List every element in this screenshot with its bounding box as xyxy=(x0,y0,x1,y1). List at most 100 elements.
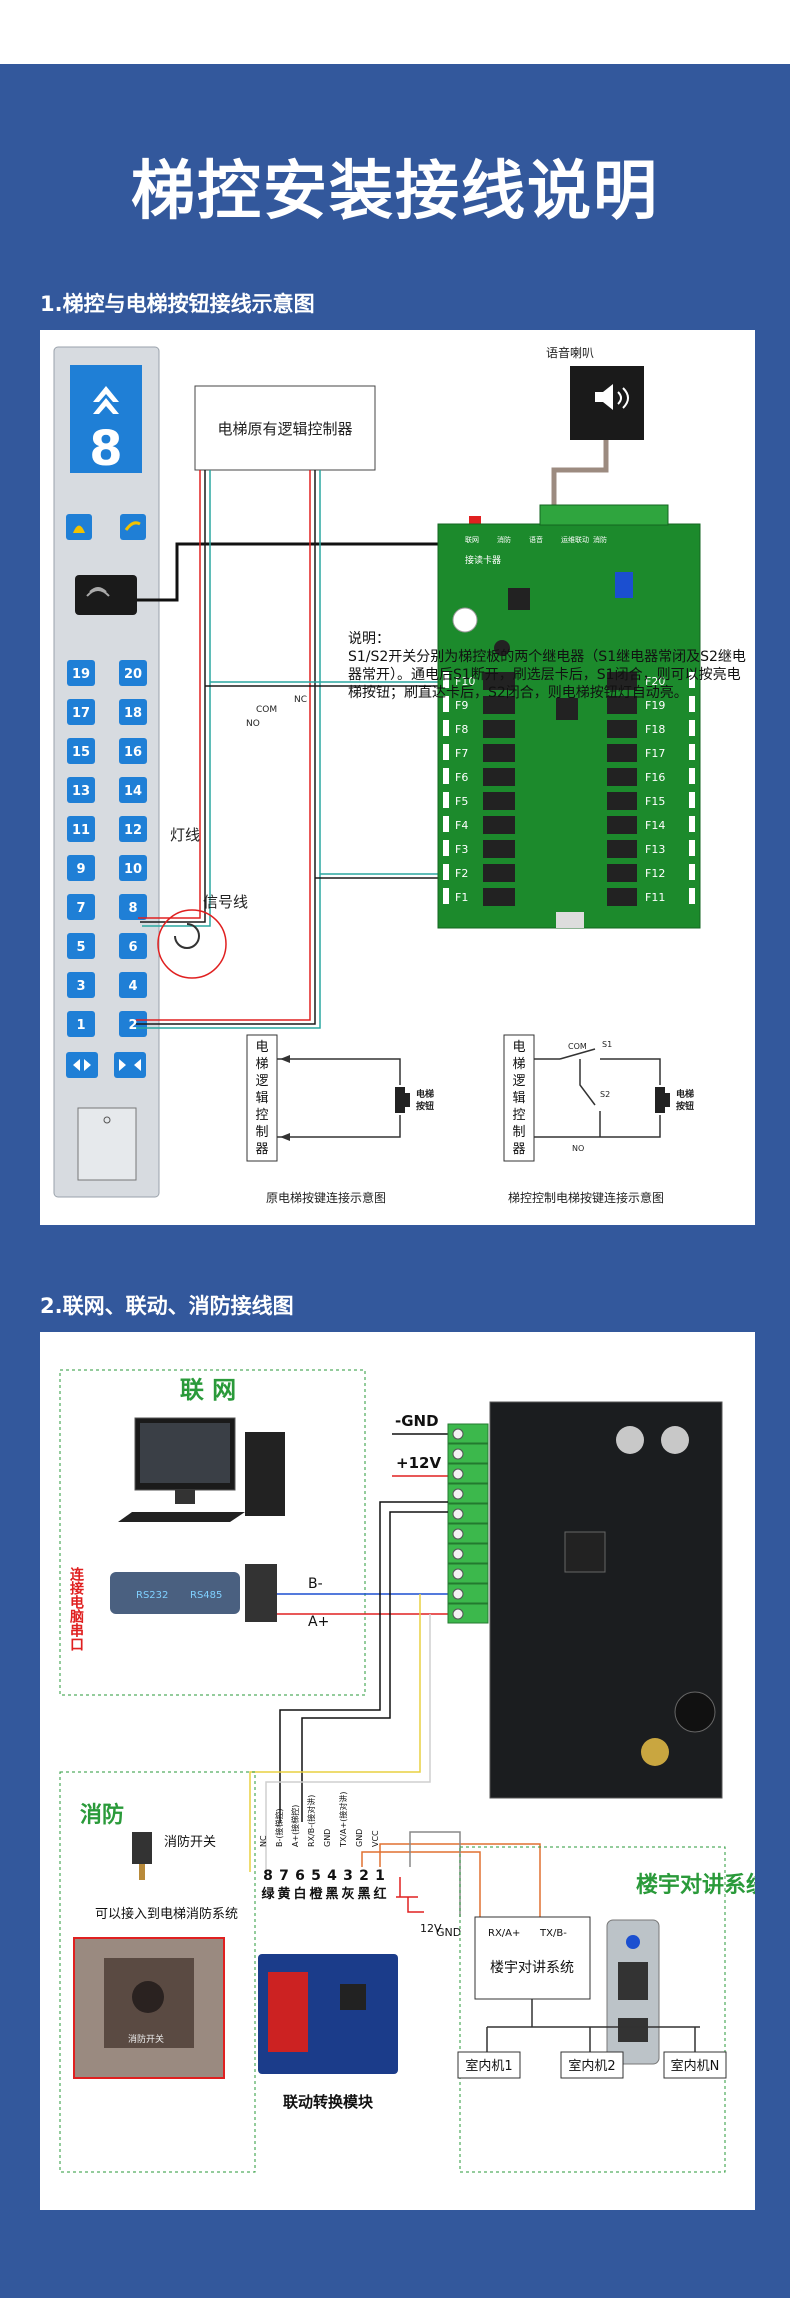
pin-color: 橙 xyxy=(309,1886,323,1902)
relay-terminal xyxy=(443,696,449,712)
floor-button xyxy=(67,933,95,959)
page-title: 梯控安装接线说明 xyxy=(131,155,659,229)
relay-label-right: F11 xyxy=(645,891,665,904)
relay-right xyxy=(607,864,637,882)
right-button xyxy=(655,1087,665,1113)
com-label: COM xyxy=(256,705,277,715)
indoor-unit-box xyxy=(663,2051,727,2079)
door-open-button xyxy=(66,1052,98,1078)
relay-label-right: F12 xyxy=(645,867,665,880)
panel-network-linkage: 联 网 连接电脑串口 RS232 RS485 B- A+ -GND +12V xyxy=(40,1332,768,2210)
floor-button-label: 14 xyxy=(124,784,142,799)
relay-right xyxy=(607,792,637,810)
controller-char: 梯 xyxy=(512,1057,525,1072)
fire-note: 可以接入到电梯消防系统 xyxy=(95,1906,238,1922)
pin-color: 黑 xyxy=(325,1887,338,1902)
right-button-label-1: 电梯 xyxy=(676,1088,694,1100)
floor-button xyxy=(119,699,147,725)
controller-char: 控 xyxy=(512,1108,525,1123)
relay-label-left: F3 xyxy=(455,843,468,856)
floor-button-label: 6 xyxy=(128,940,137,955)
pin-name: VCC xyxy=(371,1830,380,1847)
relay-left xyxy=(483,792,515,810)
relay-terminal xyxy=(689,888,695,904)
section1-heading: 1.梯控与电梯按钮接线示意图 xyxy=(40,292,315,316)
relay-terminal xyxy=(689,792,695,808)
network-box xyxy=(59,1369,366,1696)
floor-button-label: 11 xyxy=(72,823,90,838)
floor-button xyxy=(119,738,147,764)
relay-label-right: F15 xyxy=(645,795,665,808)
fire-switch-label: 消防开关 xyxy=(164,1834,216,1850)
relay-left xyxy=(483,672,515,690)
indoor-unit-label: 室内机N xyxy=(671,2058,720,2074)
intercom-title-text: 楼宇对讲系统 xyxy=(636,1872,755,1898)
button-detail-circle xyxy=(157,909,227,979)
pin-number: 7 xyxy=(279,1868,289,1884)
relay-terminal xyxy=(443,792,449,808)
indoor-unit-box xyxy=(457,2051,521,2079)
floor-button-label: 10 xyxy=(124,862,142,877)
intercom-box xyxy=(459,1846,726,2173)
green-terminal-block xyxy=(447,1423,489,1624)
pin-color: 绿 xyxy=(261,1886,275,1902)
serial-label-text: 连接电脑串口 xyxy=(68,1566,84,1651)
floor-button-label: 18 xyxy=(124,706,142,721)
controller-char: 制 xyxy=(512,1125,525,1140)
indoor-bus-wire xyxy=(486,1999,700,2052)
controller-char: 器 xyxy=(255,1142,268,1157)
driver-chip xyxy=(556,698,578,720)
screw-icon xyxy=(452,1528,464,1540)
terminal-label: 运维联动 xyxy=(561,535,589,544)
network-linkage-diagram: 联 网 连接电脑串口 RS232 RS485 B- A+ -GND +12V xyxy=(59,1369,768,2173)
controller-char: 逻 xyxy=(255,1074,268,1089)
reader-port-label: 接读卡器 xyxy=(465,554,501,566)
pin-color: 红 xyxy=(373,1886,386,1902)
screw-icon xyxy=(452,1508,464,1520)
coin-battery xyxy=(641,1738,669,1766)
wire-teal-2 xyxy=(136,470,321,1029)
up-arrow-icon xyxy=(93,386,119,402)
relay-right xyxy=(607,696,637,714)
floor-button xyxy=(119,933,147,959)
relay-terminal xyxy=(443,744,449,760)
pin-name: RX/B-(接对讲) xyxy=(306,1795,316,1847)
pin-number: 3 xyxy=(343,1868,353,1884)
no-label: NO xyxy=(246,719,260,729)
intercom-title: 楼宇对讲系统 xyxy=(636,1872,755,1898)
relay-label-right: F19 xyxy=(645,699,665,712)
note-body: S1/S2开关分别为梯控板的两个继电器（S1继电器常闭及S2继电器常开）。通电后… xyxy=(348,649,746,701)
floor-button-label: 2 xyxy=(128,1018,137,1033)
relay-left xyxy=(483,768,515,786)
floor-button-label: 7 xyxy=(76,901,85,916)
bell-icon xyxy=(73,525,85,533)
s2-label: S2 xyxy=(600,1090,610,1099)
s1-switch xyxy=(559,1048,596,1060)
wire-black-2 xyxy=(136,470,316,1025)
left-button-label-1: 电梯 xyxy=(416,1088,434,1100)
original-controller-box xyxy=(194,385,376,471)
door-close-icon xyxy=(119,1059,141,1071)
network-title: 联 网 xyxy=(180,1376,236,1404)
card-reader xyxy=(75,575,137,615)
relay-left xyxy=(483,744,515,762)
relay-right xyxy=(607,744,637,762)
pin-color: 白 xyxy=(293,1886,306,1902)
relay-terminal xyxy=(689,672,695,688)
relay-rows: F10F9F8F7F6F5F4F3F2F1F20F19F18F17F16F15F… xyxy=(443,672,695,906)
relay-left xyxy=(483,840,515,858)
pin-color: 黑 xyxy=(357,1887,370,1902)
right-button-cap xyxy=(665,1093,670,1107)
floor-button-label: 16 xyxy=(124,745,142,760)
keypad xyxy=(618,1962,648,2000)
left-button-label-2: 按钮 xyxy=(416,1100,434,1112)
db9-connector xyxy=(245,1564,277,1622)
no-label-2: NO xyxy=(572,1144,584,1153)
relay-label-right: F20 xyxy=(645,675,665,688)
door-open-icon xyxy=(73,1059,91,1071)
